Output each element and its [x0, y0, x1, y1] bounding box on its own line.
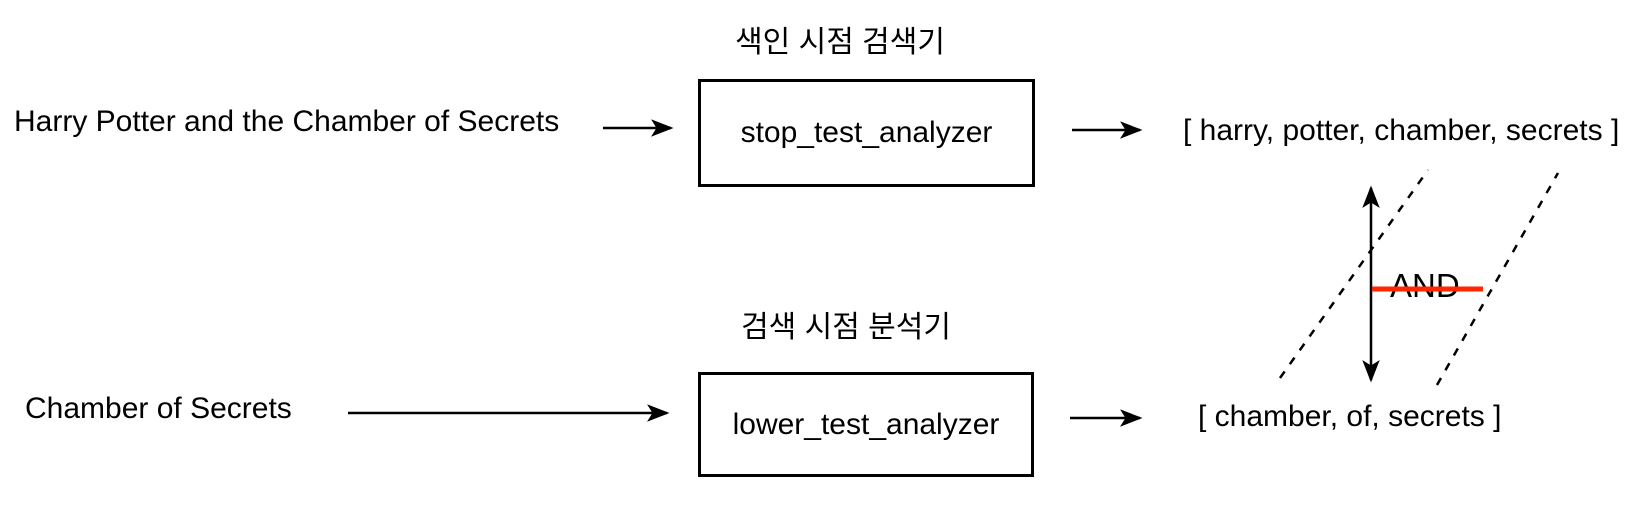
flow1-stage-label: 색인 시점 검색기: [735, 26, 945, 59]
flow2-stage-label: 검색 시점 분석기: [741, 311, 951, 344]
flow2-input-text: Chamber of Secrets: [25, 392, 292, 425]
and-operator-label: AND: [1390, 267, 1460, 304]
flow1-analyzer-box: stop_test_analyzer: [698, 79, 1035, 187]
flow1-input-text: Harry Potter and the Chamber of Secrets: [14, 105, 560, 138]
flow2-output-tokens: [ chamber, of, secrets ]: [1198, 400, 1502, 433]
flow1-output-tokens: [ harry, potter, chamber, secrets ]: [1183, 114, 1620, 147]
flow2-analyzer-box: lower_test_analyzer: [698, 372, 1034, 477]
flow2-analyzer-name: lower_test_analyzer: [732, 407, 1000, 441]
flow1-analyzer-name: stop_test_analyzer: [740, 116, 993, 149]
